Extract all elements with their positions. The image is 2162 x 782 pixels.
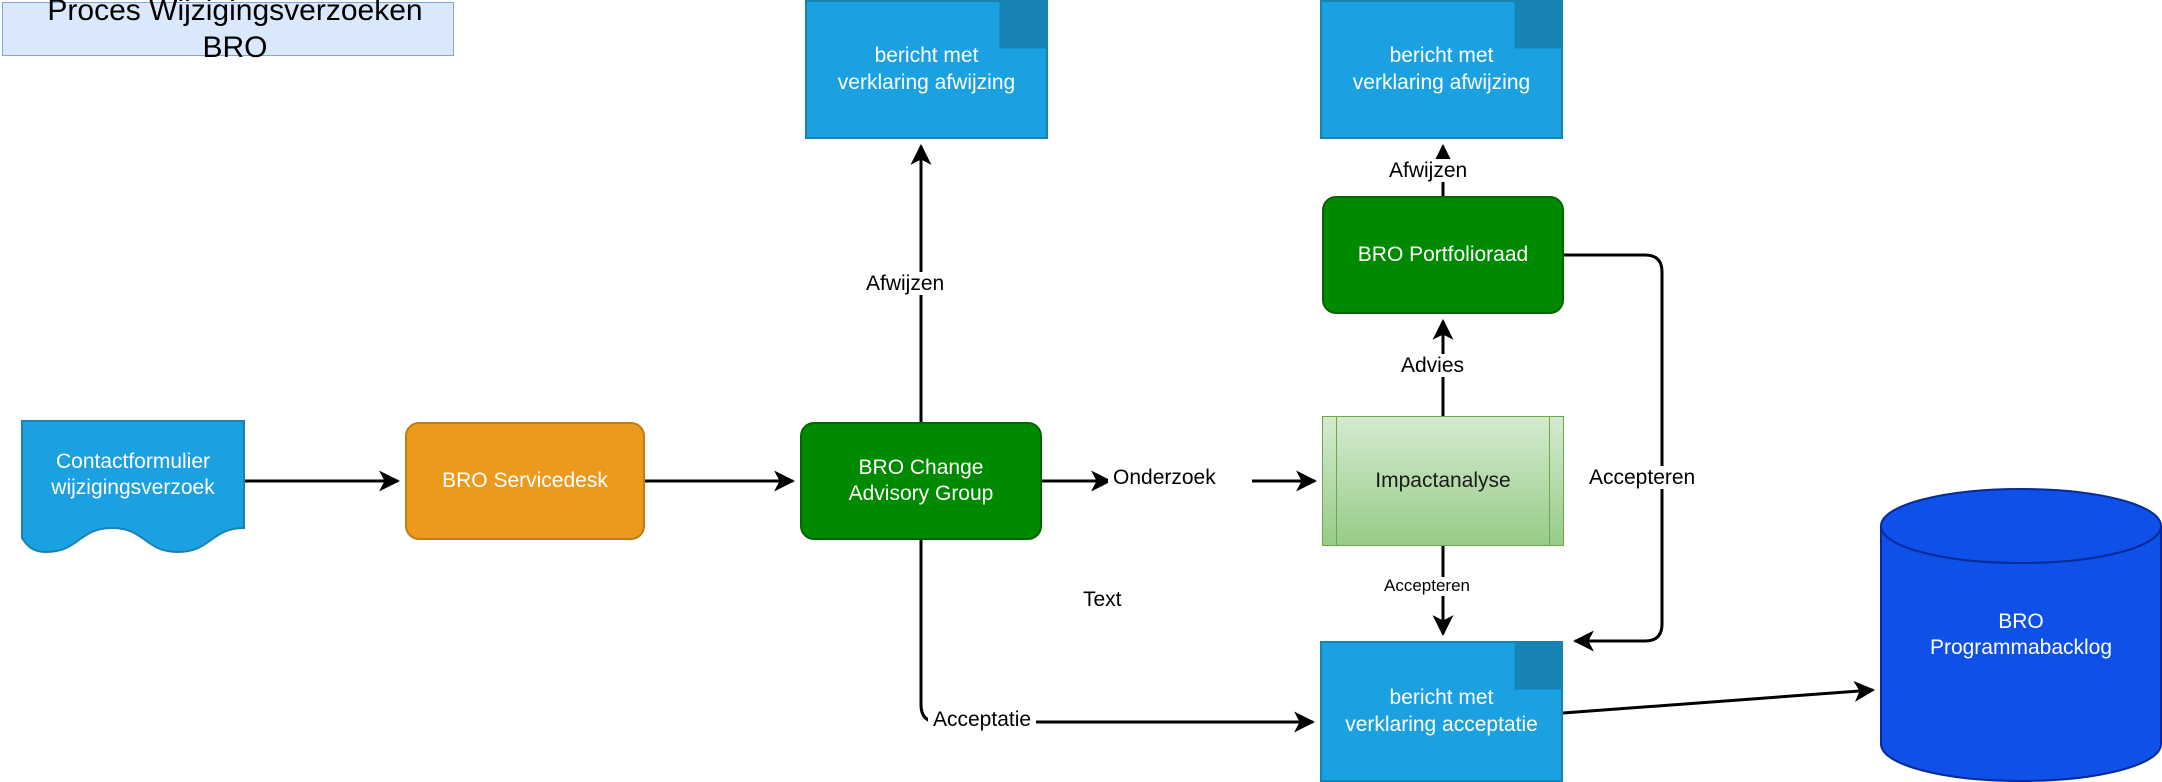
node-contactformulier[interactable]: Contactformulier wijzigingsverzoek — [21, 420, 245, 556]
node-note-bericht-verklaring-afwijzing-2[interactable]: bericht met verklaring afwijzing — [1320, 0, 1563, 139]
edge-label-advies: Advies — [1396, 354, 1470, 378]
edge-cag-to-acceptatie — [919, 540, 1316, 733]
node-contactformulier-label: Contactformulier wijzigingsverzoek — [51, 449, 214, 502]
edge-label-afwijzen-cag: Afwijzen — [861, 272, 950, 296]
note-acceptatie-line2: verklaring acceptatie — [1345, 712, 1538, 736]
document-shape-icon — [21, 420, 245, 554]
node-cag-label: BRO Change Advisory Group — [849, 455, 994, 508]
node-bro-servicedesk[interactable]: BRO Servicedesk — [405, 422, 645, 540]
node-bro-change-advisory-group[interactable]: BRO Change Advisory Group — [800, 422, 1042, 540]
edge-label-text-stray: Text — [1078, 588, 1127, 612]
node-programmabacklog-label: BRO Programmabacklog — [1930, 609, 2112, 662]
note-fold-corner-icon — [1515, 641, 1563, 689]
note-afwijzing-2-line2: verklaring afwijzing — [1352, 70, 1531, 94]
note-fold-corner-icon — [1000, 0, 1048, 48]
node-programmabacklog-line2: Programmabacklog — [1929, 636, 2113, 659]
node-contactformulier-line2: wijzigingsverzoek — [51, 476, 215, 499]
edge-label-acceptatie: Acceptatie — [928, 708, 1037, 732]
note-afwijzing-1-line2: verklaring afwijzing — [837, 70, 1016, 94]
note-fold-corner-icon — [1515, 0, 1563, 48]
edge-portfolioraad-accepteren-to-note — [1564, 253, 1664, 652]
note-afwijzing-2-line1: bericht met — [1389, 44, 1494, 68]
note-afwijzing-1-label: bericht met verklaring afwijzing — [838, 43, 1015, 96]
cylinder-shape-icon — [1880, 488, 2162, 782]
edge-label-afwijzen-portfolioraad: Afwijzen — [1384, 159, 1473, 183]
node-impactanalyse[interactable]: Impactanalyse — [1322, 416, 1564, 546]
node-contactformulier-line1: Contactformulier — [55, 449, 211, 473]
node-note-bericht-verklaring-afwijzing-1[interactable]: bericht met verklaring afwijzing — [805, 0, 1048, 139]
node-bro-programmabacklog[interactable]: BRO Programmabacklog — [1880, 488, 2162, 782]
edge-label-onderzoek: Onderzoek — [1108, 466, 1221, 490]
note-afwijzing-1-line1: bericht met — [874, 44, 979, 68]
note-afwijzing-2-label: bericht met verklaring afwijzing — [1353, 43, 1530, 96]
node-note-bericht-verklaring-acceptatie[interactable]: bericht met verklaring acceptatie — [1320, 641, 1563, 782]
note-acceptatie-label: bericht met verklaring acceptatie — [1345, 685, 1538, 738]
edge-note-acceptatie-to-programmabacklog — [1562, 680, 1876, 715]
node-programmabacklog-line1: BRO — [1998, 609, 2044, 633]
node-bro-portfolioraad[interactable]: BRO Portfolioraad — [1322, 196, 1564, 314]
node-cag-line1: BRO Change — [858, 455, 984, 479]
page-title: Proces Wijzigingsverzoeken BRO — [2, 0, 454, 64]
note-acceptatie-line1: bericht met — [1389, 686, 1494, 710]
edge-label-accepteren-portfolioraad: Accepteren — [1584, 466, 1701, 490]
edge-label-accepteren-impactanalyse: Accepteren — [1379, 576, 1475, 596]
node-cag-line2: Advisory Group — [848, 482, 994, 505]
